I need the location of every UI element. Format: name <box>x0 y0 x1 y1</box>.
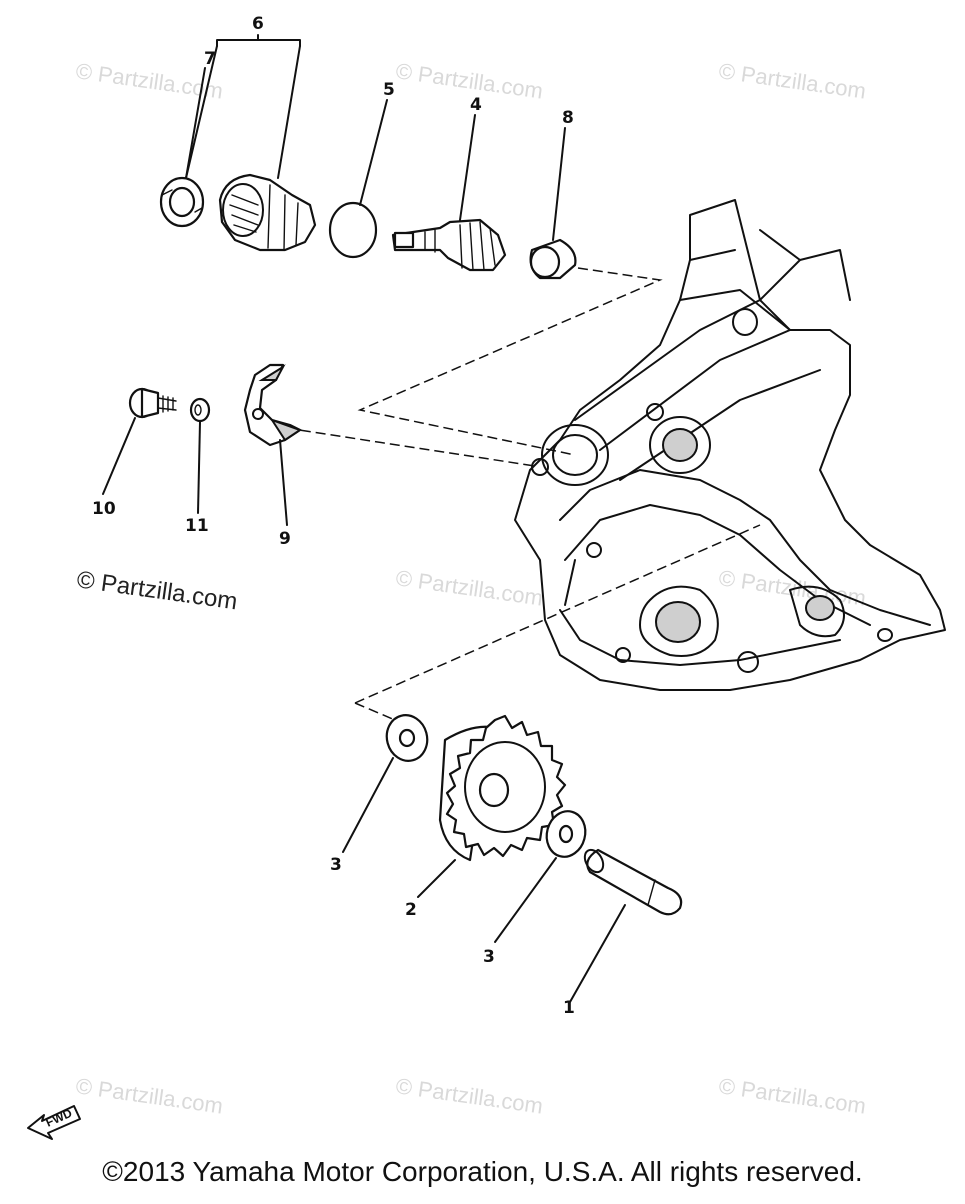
watermark-text: © Partzilla.com <box>74 1073 224 1118</box>
part-o-ring <box>328 201 378 259</box>
watermark-text: © Partzilla.com <box>717 58 867 103</box>
callout-number: 2 <box>405 900 417 920</box>
part-thrust-washer <box>545 810 587 858</box>
part-oil-seal <box>159 176 205 228</box>
crankcase <box>514 199 946 691</box>
callout-number: 7 <box>204 49 216 69</box>
part-bushing <box>529 238 577 280</box>
callout-number: 10 <box>92 499 116 519</box>
part-washer-small <box>189 397 211 423</box>
watermark-text: © Partzilla.com <box>394 565 544 610</box>
assembly-leaders <box>285 267 761 721</box>
part-bolt <box>128 387 177 419</box>
callout-number: 3 <box>483 947 495 967</box>
watermark-text: © Partzilla.com <box>394 1073 544 1118</box>
watermark-text: © Partzilla.com <box>717 565 867 610</box>
part-kick-idle-gear <box>438 714 567 862</box>
forward-direction-badge: FWD <box>27 1105 81 1140</box>
callout-number: 3 <box>330 855 342 875</box>
callout-number: 4 <box>470 95 482 115</box>
watermark-text: © Partzilla.com <box>717 1073 867 1118</box>
callout-number: 1 <box>563 998 575 1018</box>
part-driven-gear <box>391 218 507 272</box>
callout-number: 6 <box>252 14 264 34</box>
callout-number: 9 <box>279 529 291 549</box>
callout-labels: 6 7 5 4 8 10 11 9 3 2 3 1 <box>92 14 575 1018</box>
callout-number: 5 <box>383 80 395 100</box>
part-thrust-washer <box>385 714 429 762</box>
part-idle-shaft <box>583 848 683 916</box>
callout-leaders <box>102 34 626 1003</box>
partzilla-watermark: © Partzilla.com <box>75 566 239 615</box>
part-stopper-plate <box>243 363 303 447</box>
part-gear-housing <box>218 173 317 252</box>
callout-number: 8 <box>562 108 574 128</box>
fwd-label: FWD <box>44 1106 75 1130</box>
callout-number: 11 <box>185 516 209 536</box>
copyright-notice: ©2013 Yamaha Motor Corporation, U.S.A. A… <box>102 1156 863 1187</box>
